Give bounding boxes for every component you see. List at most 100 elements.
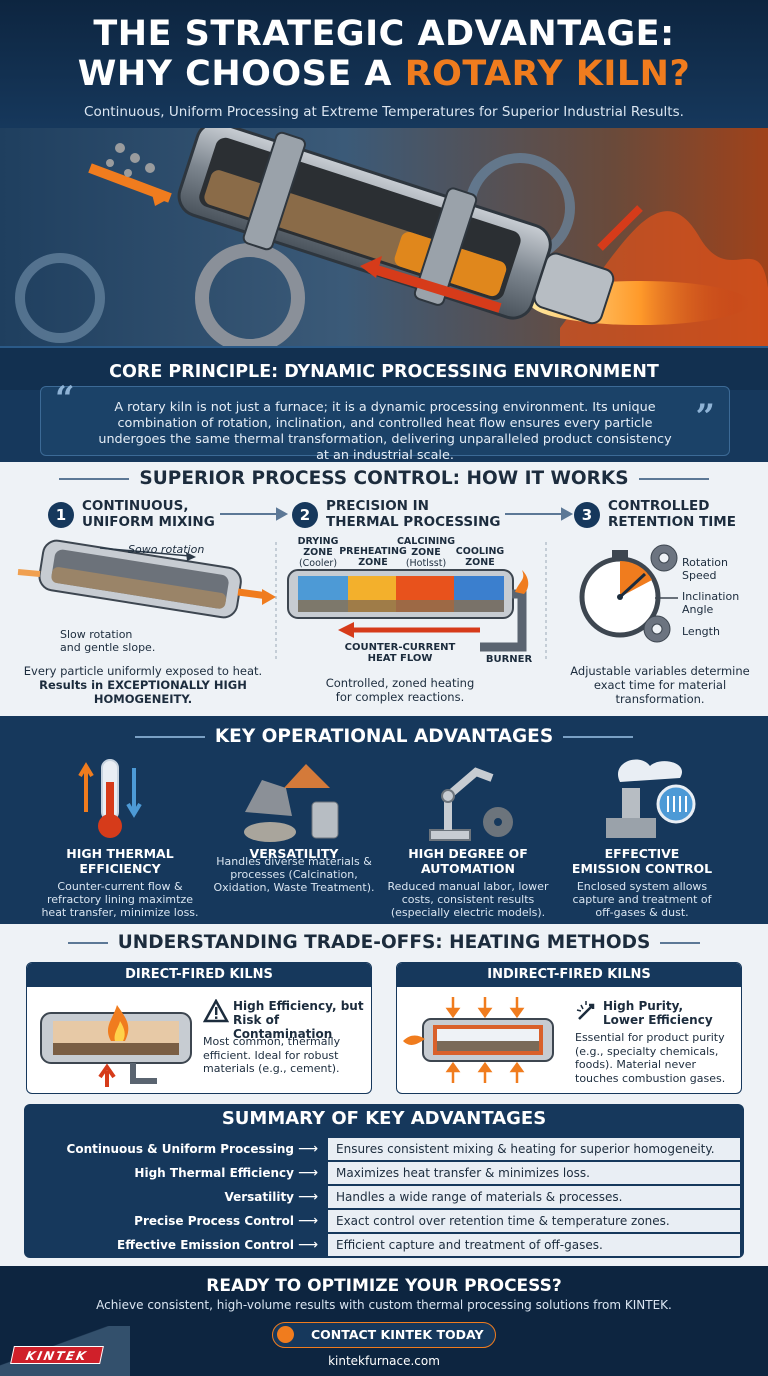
zone-label: PREHEATING <box>339 546 407 557</box>
advantages-heading: KEY OPERATIONAL ADVANTAGES <box>0 716 768 747</box>
advantage-desc-l3: Oxidation, Waste Treatment). <box>213 881 375 894</box>
stopwatch-icon <box>579 550 661 638</box>
indirect-desc-l2: (e.g., specialty chemicals, <box>575 1044 719 1058</box>
header: THE STRATEGIC ADVANTAGE: WHY CHOOSE A RO… <box>0 0 768 128</box>
contact-button-label: CONTACT KINTEK TODAY <box>311 1327 484 1342</box>
advantage-title-l2: EMISSION CONTROL <box>571 861 713 876</box>
advantage-desc: Handles diverse materials &processes (Ca… <box>204 855 384 894</box>
burner-icon <box>480 570 529 652</box>
advantage-desc-l1: Reduced manual labor, lower <box>387 880 549 893</box>
summary-row: Effective Emission Control⟶Efficient cap… <box>28 1234 740 1256</box>
tradeoffs-heading-text: UNDERSTANDING TRADE-OFFS: HEATING METHOD… <box>117 932 651 953</box>
summary-section: SUMMARY OF KEY ADVANTAGES Continuous & U… <box>0 1100 768 1266</box>
flow-arrow-icon <box>338 622 480 638</box>
website-link[interactable]: kintekfurnace.com <box>328 1354 440 1368</box>
step-mixing: 1 CONTINUOUS,UNIFORM MIXING <box>48 498 278 708</box>
core-quote-text: A rotary kiln is not just a furnace; it … <box>98 400 672 463</box>
rotation-label-l2: and gentle slope. <box>60 641 156 654</box>
zone-note: (Cooler) <box>298 558 338 569</box>
contact-button[interactable]: CONTACT KINTEK TODAY <box>272 1322 496 1348</box>
advantage-desc-l2: refractory lining maximtze <box>47 893 193 906</box>
indirect-desc-l4: touches combustion gases. <box>575 1071 726 1085</box>
title-accent: ROTARY KILN? <box>404 54 691 94</box>
summary-value: Maximizes heat transfer & minimizes loss… <box>328 1162 740 1184</box>
advantage-title-l1: HIGH THERMAL <box>66 846 174 861</box>
var-length: Length <box>682 625 720 638</box>
advantage-desc: Counter-current flow &refractory lining … <box>30 880 210 919</box>
step-title: CONTINUOUS,UNIFORM MIXING <box>82 498 215 530</box>
step3-desc-l3: transformation. <box>615 692 705 706</box>
zone-label: COOLING <box>455 546 505 557</box>
rocks-pile-icon <box>244 764 339 842</box>
summary-table: SUMMARY OF KEY ADVANTAGES Continuous & U… <box>24 1104 744 1258</box>
advantage-icons <box>78 759 696 842</box>
advantage-desc-l3: off-gases & dust. <box>595 906 689 919</box>
summary-row: Versatility⟶Handles a wide range of mate… <box>28 1186 740 1208</box>
var-label: Speed <box>682 569 717 582</box>
zoned-kiln-illustration <box>287 569 514 619</box>
advantage-desc-l2: costs, consistent results <box>401 893 535 906</box>
indirect-fired-desc: Essential for product purity(e.g., speci… <box>575 1031 725 1085</box>
summary-row: Precise Process Control⟶Exact control ov… <box>28 1210 740 1232</box>
indirect-fired-card: INDIRECT-FIRED KILNS High Purity,Lower E… <box>396 962 742 1094</box>
core-heading: CORE PRINCIPLE: DYNAMIC PROCESSING ENVIR… <box>0 346 768 390</box>
title-prefix: WHY CHOOSE A <box>77 54 405 94</box>
arrow-icon <box>220 507 574 521</box>
advantage-desc-l2: processes (Calcination, <box>230 868 358 881</box>
step1-desc-l1: Every particle uniformly exposed to heat… <box>23 664 263 678</box>
step3-desc-l1: Adjustable variables determine <box>570 664 750 678</box>
var-label: Inclination <box>682 590 740 603</box>
advantage-title-l1: VERSATILITY <box>249 846 339 861</box>
step2-desc-l2: for complex reactions. <box>335 690 465 704</box>
summary-row: High Thermal Efficiency⟶Maximizes heat t… <box>28 1162 740 1184</box>
mixing-drum-illustration <box>38 539 242 619</box>
arrow-right-icon: ⟶ <box>298 1165 319 1181</box>
step-title-l2: THERMAL PROCESSING <box>326 514 501 530</box>
step-number: 1 <box>48 502 74 528</box>
arrow-right-icon: ⟶ <box>298 1141 319 1157</box>
zone-label: ZONE <box>465 557 495 568</box>
advantage-desc-l1: Handles diverse materials & <box>216 855 372 868</box>
flame-icon <box>403 1035 425 1045</box>
gear-icon <box>643 544 678 643</box>
phone-icon <box>277 1326 294 1343</box>
direct-sub-l1: High Efficiency, but <box>233 999 364 1013</box>
hero-kiln-illustration <box>0 128 768 346</box>
step1-desc: Every particle uniformly exposed to heat… <box>18 664 268 706</box>
step3-desc-l2: exact time for material <box>593 678 727 692</box>
summary-label: Effective Emission Control <box>117 1238 294 1252</box>
summary-row: Continuous & Uniform Processing⟶Ensures … <box>28 1138 740 1160</box>
advantage-versatility: VERSATILITY Handles diverse materials &p… <box>204 846 384 894</box>
advantages-heading-text: KEY OPERATIONAL ADVANTAGES <box>214 726 554 747</box>
summary-title: SUMMARY OF KEY ADVANTAGES <box>221 1108 547 1129</box>
step2-desc: Controlled, zoned heating for complex re… <box>290 676 510 704</box>
advantage-title-l1: HIGH DEGREE OF <box>408 846 528 861</box>
direct-desc-l3: materials (e.g., cement). <box>203 1062 340 1075</box>
purity-icon <box>576 1001 595 1020</box>
how-heading-text: SUPERIOR PROCESS CONTROL: HOW IT WORKS <box>139 468 629 489</box>
advantage-title: VERSATILITY <box>204 846 384 861</box>
summary-value: Exact control over retention time & temp… <box>328 1210 740 1232</box>
step-title-l1: CONTINUOUS, <box>82 498 189 514</box>
thermometer-icon <box>78 759 142 838</box>
rotary-kiln-illustration <box>15 128 768 346</box>
key-advantages-section: KEY OPERATIONAL ADVANTAGES <box>0 716 768 924</box>
indirect-sub-l2: Lower Efficiency <box>603 1013 713 1027</box>
direct-fired-kiln-illustration <box>40 1005 192 1087</box>
step-title-l2: UNIFORM MIXING <box>82 514 215 530</box>
warning-icon <box>203 999 229 1023</box>
burner-label: BURNER <box>485 654 533 665</box>
step-number: 3 <box>574 502 600 528</box>
rotation-label-top: Sowo rotation <box>128 543 205 556</box>
